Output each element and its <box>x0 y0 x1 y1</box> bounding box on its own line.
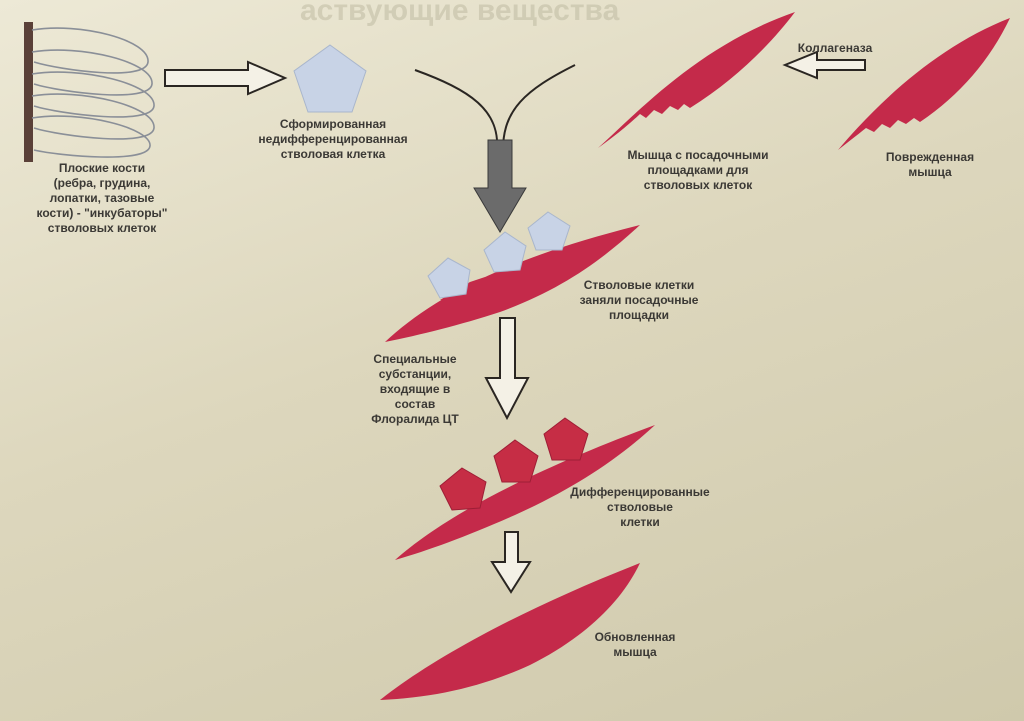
muscle-sites-occupied <box>385 225 640 342</box>
label-differentiated: Дифференцированные стволовые клетки <box>570 485 710 529</box>
funnel-curves <box>414 64 576 151</box>
rib-curves <box>31 27 155 158</box>
label-stem-cell: Сформированная недифференцированная ство… <box>258 117 408 161</box>
differentiated-cell-2 <box>493 439 539 483</box>
label-renewed-muscle: Обновленная мышца <box>594 630 676 659</box>
muscle-with-sites <box>598 12 795 148</box>
label-collagenase: Коллагеназа <box>797 41 873 55</box>
label-flat-bones: Плоские кости (ребра, грудина, лопатки, … <box>36 161 168 235</box>
arrow-down-substances <box>484 317 530 421</box>
attached-stem-cell-3 <box>527 211 571 251</box>
renewed-muscle <box>380 563 640 700</box>
muscle-differentiated <box>395 425 655 560</box>
damaged-muscle <box>838 18 1010 150</box>
background-heading: аствующие вещества <box>300 0 620 27</box>
attached-stem-cell-1 <box>427 257 471 299</box>
stem-cell-pentagon <box>293 44 367 113</box>
label-damaged-muscle: Поврежденная мышца <box>885 150 975 179</box>
arrow-collagenase <box>782 50 866 80</box>
arrow-bones-to-stem-cell <box>164 60 288 96</box>
muscle-with-stem-cells <box>385 211 640 342</box>
label-sites-occupied: Стволовые клетки заняли посадочные площа… <box>579 278 699 322</box>
funnel-arrow <box>414 64 576 233</box>
attached-stem-cell-2 <box>483 231 527 273</box>
funnel-down-arrow <box>473 139 527 233</box>
bone-plate <box>24 22 33 162</box>
muscle-with-differentiated-cells <box>395 417 655 560</box>
flat-bones-illustration <box>24 22 155 162</box>
differentiated-cell-3 <box>543 417 589 461</box>
label-special-substances: Специальные субстанции, входящие в соста… <box>371 352 459 426</box>
arrow-down-renewed <box>490 531 532 594</box>
differentiated-cell-1 <box>439 467 487 511</box>
label-muscle-sites: Мышца с посадочными площадками для ствол… <box>627 148 769 192</box>
